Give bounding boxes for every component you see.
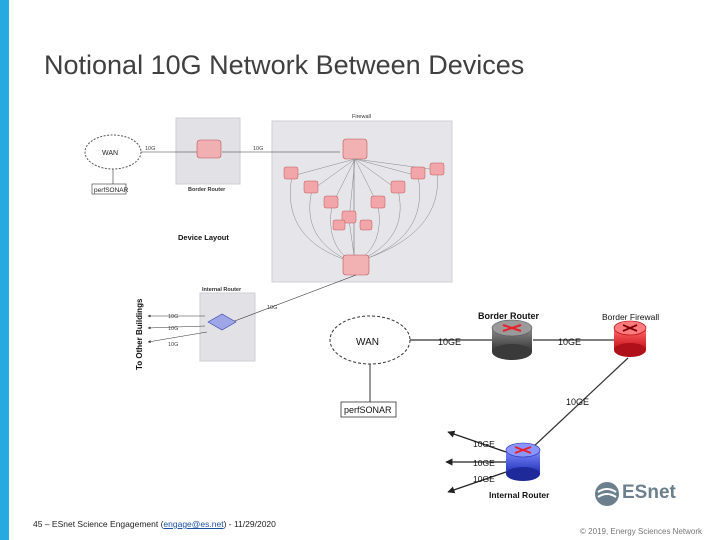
fw-module-4 xyxy=(341,210,357,224)
svg-text:10G: 10G xyxy=(168,314,178,320)
internal-router-label: Internal Router xyxy=(489,490,550,500)
perfsonar-label: perfSONAR xyxy=(344,405,392,415)
device-layout-image: WAN perfSONAR xyxy=(84,114,453,370)
footer-copyright: © 2019, Energy Sciences Network xyxy=(580,527,702,536)
svg-text:10G: 10G xyxy=(253,146,263,152)
perfsonar-box xyxy=(340,401,397,418)
svg-text:10G: 10G xyxy=(168,326,178,332)
border-router-icon xyxy=(491,319,533,360)
perfsonar-label-small: perfSONAR xyxy=(94,187,129,194)
wan-label: WAN xyxy=(356,337,379,348)
border-router-label-small: Border Router xyxy=(188,187,226,193)
border-firewall-label: Border Firewall xyxy=(602,312,659,322)
firewall-node-top xyxy=(342,138,368,160)
link-border-firewall-label: 10GE xyxy=(558,337,581,347)
fw-module-1 xyxy=(283,166,299,180)
svg-text:10G: 10G xyxy=(145,146,155,152)
wan-label-small: WAN xyxy=(102,150,118,157)
fw-module-10 xyxy=(359,219,373,231)
network-main: WAN perfSONAR 10GE 10GE 10GE Border Rout… xyxy=(329,311,659,500)
firewall-label: Firewall xyxy=(352,114,371,120)
link-wan-border-label: 10GE xyxy=(438,337,461,347)
engage-email-link[interactable]: engage@es.net xyxy=(163,519,224,529)
internal-out-label-2: 10GE xyxy=(473,458,495,468)
internal-out-label-3: 10GE xyxy=(473,474,495,484)
svg-text:10G: 10G xyxy=(267,305,277,311)
to-other-buildings-label: To Other Buildings xyxy=(135,298,144,370)
device-layout-label: Device Layout xyxy=(178,233,229,242)
firewall-node-bottom xyxy=(342,254,370,276)
fw-module-3 xyxy=(323,195,339,209)
link-firewall-internal-label: 10GE xyxy=(566,397,589,407)
border-router-node xyxy=(196,139,222,159)
footer-left: 45 – ESnet Science Engagement (engage@es… xyxy=(33,519,276,529)
svg-text:10G: 10G xyxy=(168,342,178,348)
fw-module-2 xyxy=(303,180,319,194)
fw-module-8 xyxy=(429,162,445,176)
fw-module-6 xyxy=(390,180,406,194)
internal-router-icon xyxy=(505,442,541,481)
esnet-logo-icon xyxy=(595,482,619,506)
slide-title: Notional 10G Network Between Devices xyxy=(44,50,525,80)
accent-bar xyxy=(0,0,9,540)
esnet-logo-text: ESnet xyxy=(622,482,676,503)
internal-router-label-small: Internal Router xyxy=(202,287,242,293)
fw-module-5 xyxy=(370,195,386,209)
border-firewall-icon xyxy=(613,320,647,357)
fw-module-9 xyxy=(332,219,346,231)
border-router-label: Border Router xyxy=(478,311,540,321)
perfsonar-small xyxy=(91,183,127,195)
internal-router-node-small xyxy=(207,313,237,331)
internal-out-label-1: 10GE xyxy=(473,439,495,449)
fw-module-7 xyxy=(410,166,426,180)
